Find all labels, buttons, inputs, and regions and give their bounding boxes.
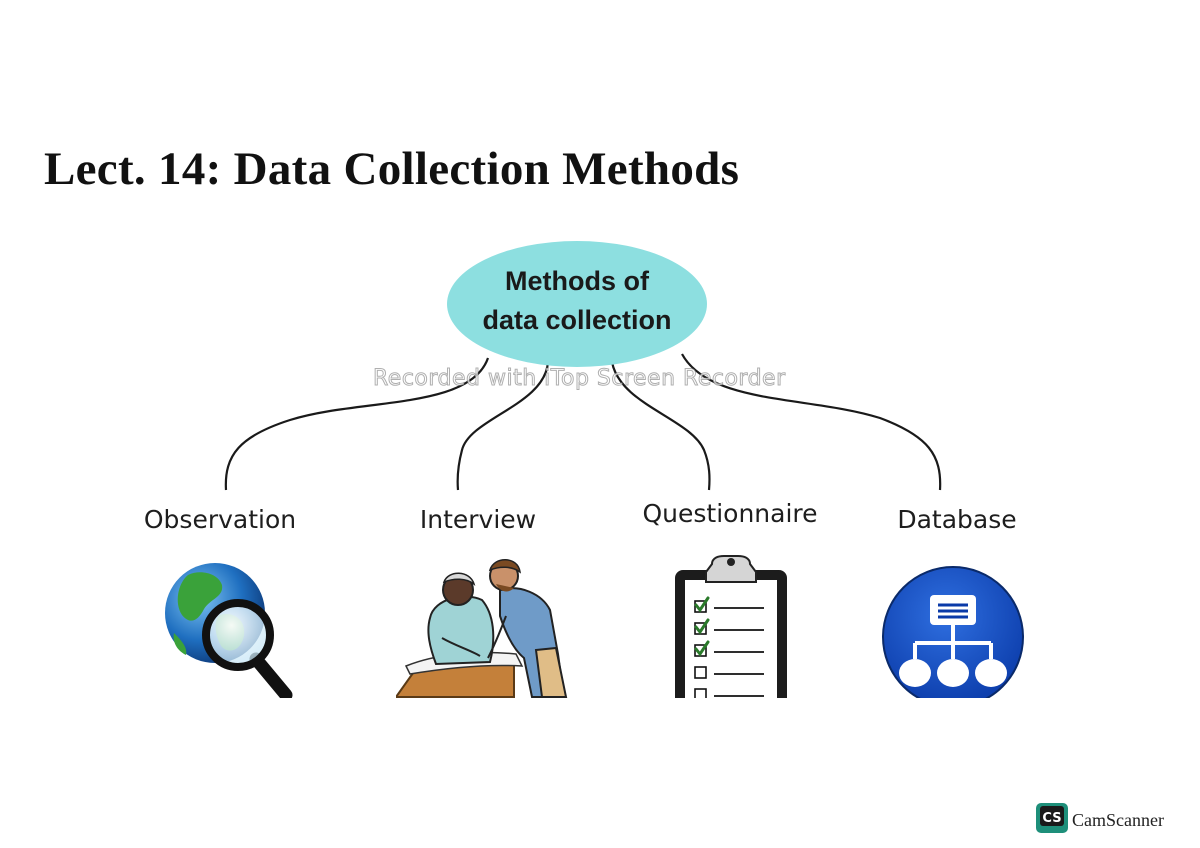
watermark: Recorded with iTop Screen Recorder bbox=[373, 366, 786, 392]
clipboard-checklist-icon bbox=[675, 555, 787, 698]
page-title: Lect. 14: Data Collection Methods bbox=[44, 143, 740, 195]
globe-magnifier-icon bbox=[165, 563, 293, 698]
hub-ellipse bbox=[447, 241, 707, 367]
method-label-observation: Observation bbox=[143, 505, 297, 534]
connector-observation bbox=[224, 357, 490, 491]
camscanner-label: CamScanner bbox=[1072, 810, 1164, 830]
hub-line-2: data collection bbox=[482, 305, 672, 335]
two-people-reviewing-document-icon bbox=[396, 559, 568, 698]
method-label-interview: Interview bbox=[419, 505, 537, 534]
connector-questionnaire bbox=[610, 361, 711, 491]
connector-interview bbox=[456, 361, 550, 491]
hub-line-1: Methods of bbox=[505, 266, 649, 296]
network-database-icon bbox=[882, 566, 1024, 698]
camscanner-logo-icon: CS bbox=[1036, 803, 1068, 833]
camscanner-logo-text: CS bbox=[1042, 811, 1061, 826]
hub-label: Methods of data collection bbox=[447, 262, 707, 340]
connector-database bbox=[681, 353, 942, 491]
method-label-database: Database bbox=[897, 505, 1017, 534]
method-label-questionnaire: Questionnaire bbox=[642, 499, 818, 528]
